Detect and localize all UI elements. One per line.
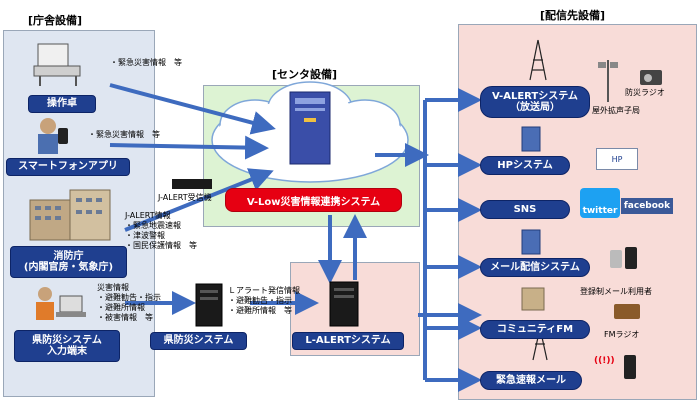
radio-graphic bbox=[640, 70, 662, 85]
lalert-server-graphic bbox=[329, 281, 359, 327]
pref-terminal-info: 災害情報 ・避難勧告・指示 ・避難所情報 ・被害情報 等 bbox=[97, 283, 161, 323]
jalert-receiver-label: J-ALERT受信機 bbox=[158, 193, 212, 202]
fdma-label: 消防庁 (内閣官房・気象庁) bbox=[10, 246, 127, 278]
fm-radio-graphic bbox=[614, 304, 640, 319]
lalert-info-line: ・避難勧告・指示 bbox=[228, 296, 292, 305]
fdma-label-line2: (内閣官房・気象庁) bbox=[23, 262, 114, 273]
valert-system-label: V-ALERTシステム （放送局） bbox=[480, 86, 590, 118]
hp-building-graphic bbox=[521, 126, 541, 152]
fm-radio-label: FMラジオ bbox=[604, 330, 640, 339]
pref-server-graphic bbox=[195, 283, 223, 327]
fdma-info-line: ・緊急地震速報 bbox=[125, 221, 181, 230]
lalert-info: Ｌアラート発信情報 ・避難勧告・指示 ・避難所情報 等 bbox=[228, 286, 300, 316]
fdma-info-line: ・津波警報 bbox=[125, 231, 165, 240]
lalert-info-line: Ｌアラート発信情報 bbox=[228, 286, 300, 295]
pref-terminal-label-line1: 県防災システム bbox=[32, 334, 102, 346]
broadcast-tower-graphic bbox=[529, 39, 547, 81]
vlow-server-graphic bbox=[289, 91, 331, 165]
console-graphic bbox=[33, 43, 81, 86]
smartphone-user-graphic bbox=[38, 118, 68, 154]
facebook-icon: facebook bbox=[621, 198, 673, 214]
lalert-system-label: L-ALERTシステム bbox=[292, 332, 404, 350]
valert-system-line1: V-ALERTシステム bbox=[492, 90, 578, 102]
console-info-line: ・緊急災害情報 等 bbox=[110, 58, 182, 67]
pref-terminal-label-line2: 入力端末 bbox=[47, 346, 87, 357]
mail-users-label: 登録制メール利用者 bbox=[580, 287, 652, 296]
emergency-phone-graphic bbox=[624, 355, 636, 379]
pref-terminal-graphic bbox=[36, 287, 86, 320]
fdma-building-graphic bbox=[29, 189, 111, 241]
vlow-system-label: V-Low災害情報連携システム bbox=[225, 188, 402, 212]
mail-building-graphic bbox=[521, 229, 541, 255]
smartphone-label: スマートフォンアプリ bbox=[6, 158, 130, 176]
pref-terminal-info-line: ・避難勧告・指示 bbox=[97, 293, 161, 302]
outdoor-speaker-label: 屋外拡声子局 bbox=[592, 106, 640, 115]
pref-terminal-label: 県防災システム 入力端末 bbox=[14, 330, 120, 362]
hp-icon: HP bbox=[596, 148, 638, 170]
pref-terminal-info-line: 災害情報 bbox=[97, 283, 129, 292]
console-info: ・緊急災害情報 等 bbox=[110, 58, 182, 68]
destination-section-title: [配信先設備] bbox=[540, 9, 606, 22]
fdma-label-line1: 消防庁 bbox=[53, 250, 84, 262]
center-section-title: [センタ設備] bbox=[272, 68, 338, 81]
valert-system-line2: （放送局） bbox=[510, 102, 560, 113]
mobile-phone-graphic bbox=[610, 247, 637, 269]
jalert-receiver-graphic bbox=[172, 179, 212, 189]
lalert-info-line: ・避難所情報 等 bbox=[228, 306, 292, 315]
smartphone-info: ・緊急災害情報 等 bbox=[88, 130, 160, 140]
fm-building-graphic bbox=[521, 287, 545, 311]
pref-terminal-info-line: ・避難所情報 bbox=[97, 303, 145, 312]
smartphone-info-line: ・緊急災害情報 等 bbox=[88, 130, 160, 139]
fdma-info-line: ・国民保護情報 等 bbox=[125, 241, 197, 250]
emergency-mail-label: 緊急速報メール bbox=[480, 371, 582, 390]
community-fm-label: コミュニティFM bbox=[480, 320, 590, 339]
twitter-icon: twitter bbox=[580, 188, 620, 218]
alert-signal-icon: ((!)) bbox=[594, 356, 615, 366]
fdma-info-line: J-ALERT情報 bbox=[125, 211, 171, 220]
mail-system-label: メール配信システム bbox=[480, 258, 590, 277]
pref-system-label: 県防災システム bbox=[150, 332, 247, 350]
disaster-radio-label: 防災ラジオ bbox=[625, 88, 665, 97]
sns-label: SNS bbox=[480, 200, 570, 219]
pref-terminal-info-line: ・被害情報 等 bbox=[97, 313, 153, 322]
speaker-pole-graphic bbox=[598, 60, 618, 102]
hp-system-label: HPシステム bbox=[480, 156, 570, 175]
fdma-info: J-ALERT情報 ・緊急地震速報 ・津波警報 ・国民保護情報 等 bbox=[125, 211, 197, 251]
console-label: 操作卓 bbox=[28, 95, 96, 113]
office-section-title: [庁舎設備] bbox=[28, 14, 83, 27]
